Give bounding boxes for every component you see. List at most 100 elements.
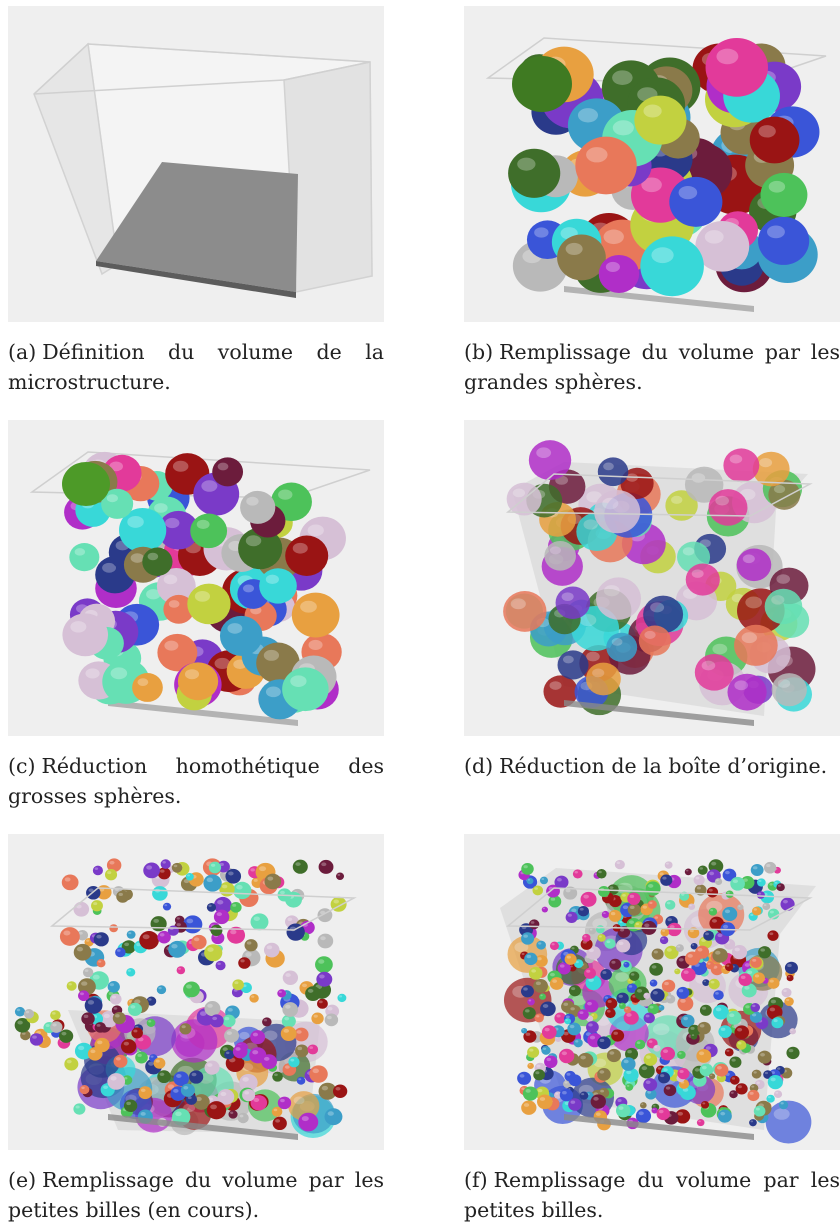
small-bead xyxy=(656,1107,670,1121)
small-bead xyxy=(29,1033,44,1046)
small-bead xyxy=(696,1048,712,1063)
small-bead xyxy=(520,985,534,998)
small-bead xyxy=(767,908,780,920)
small-bead xyxy=(784,961,798,974)
small-bead xyxy=(718,1025,732,1038)
small-bead xyxy=(250,913,269,931)
small-bead xyxy=(677,1067,690,1080)
small-bead xyxy=(703,930,714,941)
small-bead xyxy=(232,979,244,991)
small-bead xyxy=(127,1002,143,1017)
small-bead xyxy=(554,1091,562,1099)
small-bead xyxy=(577,905,589,917)
small-bead xyxy=(697,1021,711,1035)
small-bead xyxy=(183,981,200,998)
box-illustration xyxy=(33,42,373,298)
large-sphere xyxy=(597,457,629,487)
small-bead xyxy=(228,1110,238,1119)
figure-label: (a) xyxy=(8,340,37,364)
small-bead xyxy=(722,906,738,922)
large-sphere xyxy=(708,489,748,526)
figure-label: (e) xyxy=(8,1168,37,1192)
small-bead xyxy=(568,1098,582,1111)
small-bead xyxy=(232,1044,248,1059)
small-bead xyxy=(629,971,640,981)
small-bead xyxy=(282,970,299,985)
small-bead xyxy=(264,873,282,890)
small-bead xyxy=(623,1067,639,1083)
box-floor-edge xyxy=(564,286,754,312)
small-bead xyxy=(206,1101,227,1120)
small-bead xyxy=(584,967,597,979)
small-bead xyxy=(778,1100,789,1110)
large-sphere xyxy=(503,591,547,632)
small-bead xyxy=(185,872,194,881)
sphere-scene xyxy=(29,451,371,726)
small-bead xyxy=(116,890,130,903)
small-bead xyxy=(288,1056,300,1068)
small-bead xyxy=(729,1090,738,1099)
small-bead xyxy=(521,932,535,945)
small-bead xyxy=(522,1006,536,1020)
small-bead xyxy=(659,936,669,945)
small-bead xyxy=(536,940,546,950)
small-bead xyxy=(204,1060,220,1075)
small-bead xyxy=(705,961,715,970)
small-bead xyxy=(684,951,700,966)
small-bead xyxy=(544,1055,558,1069)
small-bead xyxy=(217,1089,235,1105)
small-bead xyxy=(626,983,638,993)
small-bead xyxy=(73,901,90,917)
small-bead xyxy=(586,1021,599,1034)
small-bead xyxy=(59,927,80,946)
small-bead xyxy=(208,861,222,874)
small-bead xyxy=(131,1027,143,1039)
small-bead xyxy=(615,1103,631,1118)
small-bead xyxy=(91,900,103,912)
small-bead xyxy=(104,869,118,881)
box-floor-edge xyxy=(108,700,298,726)
large-sphere xyxy=(694,654,734,691)
small-bead xyxy=(597,1036,611,1050)
small-bead xyxy=(121,940,136,954)
small-bead xyxy=(749,1011,763,1023)
small-bead xyxy=(611,1029,625,1042)
small-bead xyxy=(150,916,167,932)
small-bead xyxy=(534,954,548,968)
large-sphere xyxy=(69,543,100,572)
small-bead xyxy=(539,993,546,1000)
small-bead xyxy=(532,885,544,896)
large-sphere xyxy=(132,673,163,702)
small-bead xyxy=(156,985,167,995)
render-small-beads-in-progress xyxy=(8,834,384,1150)
small-bead xyxy=(559,1088,574,1102)
large-sphere xyxy=(142,547,173,576)
figure-caption: (a)Définition du volume de la microstruc… xyxy=(8,337,384,397)
large-sphere xyxy=(606,632,638,662)
small-bead xyxy=(605,997,618,1010)
small-bead xyxy=(750,1003,761,1013)
small-bead xyxy=(638,1063,655,1079)
caption-text: Réduction homothétique des grosses sphèr… xyxy=(8,754,384,808)
small-bead xyxy=(680,1014,695,1028)
small-bead xyxy=(688,1024,701,1037)
small-bead xyxy=(564,1018,571,1025)
small-bead xyxy=(93,932,109,947)
small-bead xyxy=(697,865,708,875)
large-sphere xyxy=(575,136,637,195)
small-bead xyxy=(676,986,690,999)
render-spheres-reduced xyxy=(8,420,384,736)
large-sphere xyxy=(586,662,621,696)
small-bead xyxy=(730,876,745,891)
small-bead xyxy=(152,886,168,901)
large-sphere xyxy=(669,176,723,227)
small-bead xyxy=(548,895,562,908)
large-sphere xyxy=(557,650,589,680)
small-bead xyxy=(225,868,242,884)
small-bead xyxy=(565,911,578,924)
small-bead xyxy=(573,1038,583,1048)
small-bead xyxy=(568,985,581,997)
small-bead xyxy=(533,978,548,993)
caption-text: Réduction de la boîte d’origine. xyxy=(499,754,828,778)
large-sphere xyxy=(555,586,591,619)
